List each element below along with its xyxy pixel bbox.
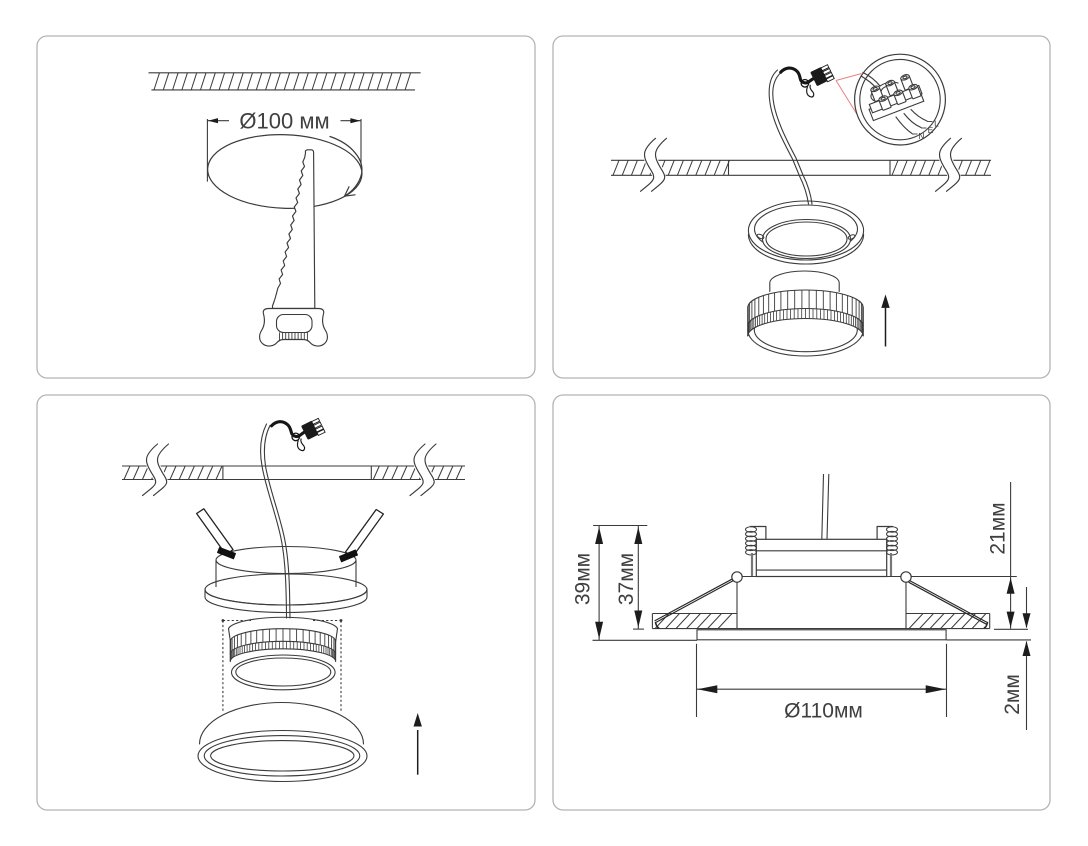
svg-text:L: L — [934, 119, 939, 129]
svg-text:Ø110мм: Ø110мм — [784, 700, 863, 723]
svg-text:21мм: 21мм — [987, 502, 1010, 554]
svg-text:2мм: 2мм — [1001, 674, 1024, 715]
svg-text:E: E — [928, 125, 934, 135]
svg-text:39мм: 39мм — [572, 553, 595, 605]
svg-text:N: N — [918, 131, 924, 141]
svg-text:Ø100 мм: Ø100 мм — [239, 108, 329, 133]
svg-text:37мм: 37мм — [615, 553, 638, 605]
